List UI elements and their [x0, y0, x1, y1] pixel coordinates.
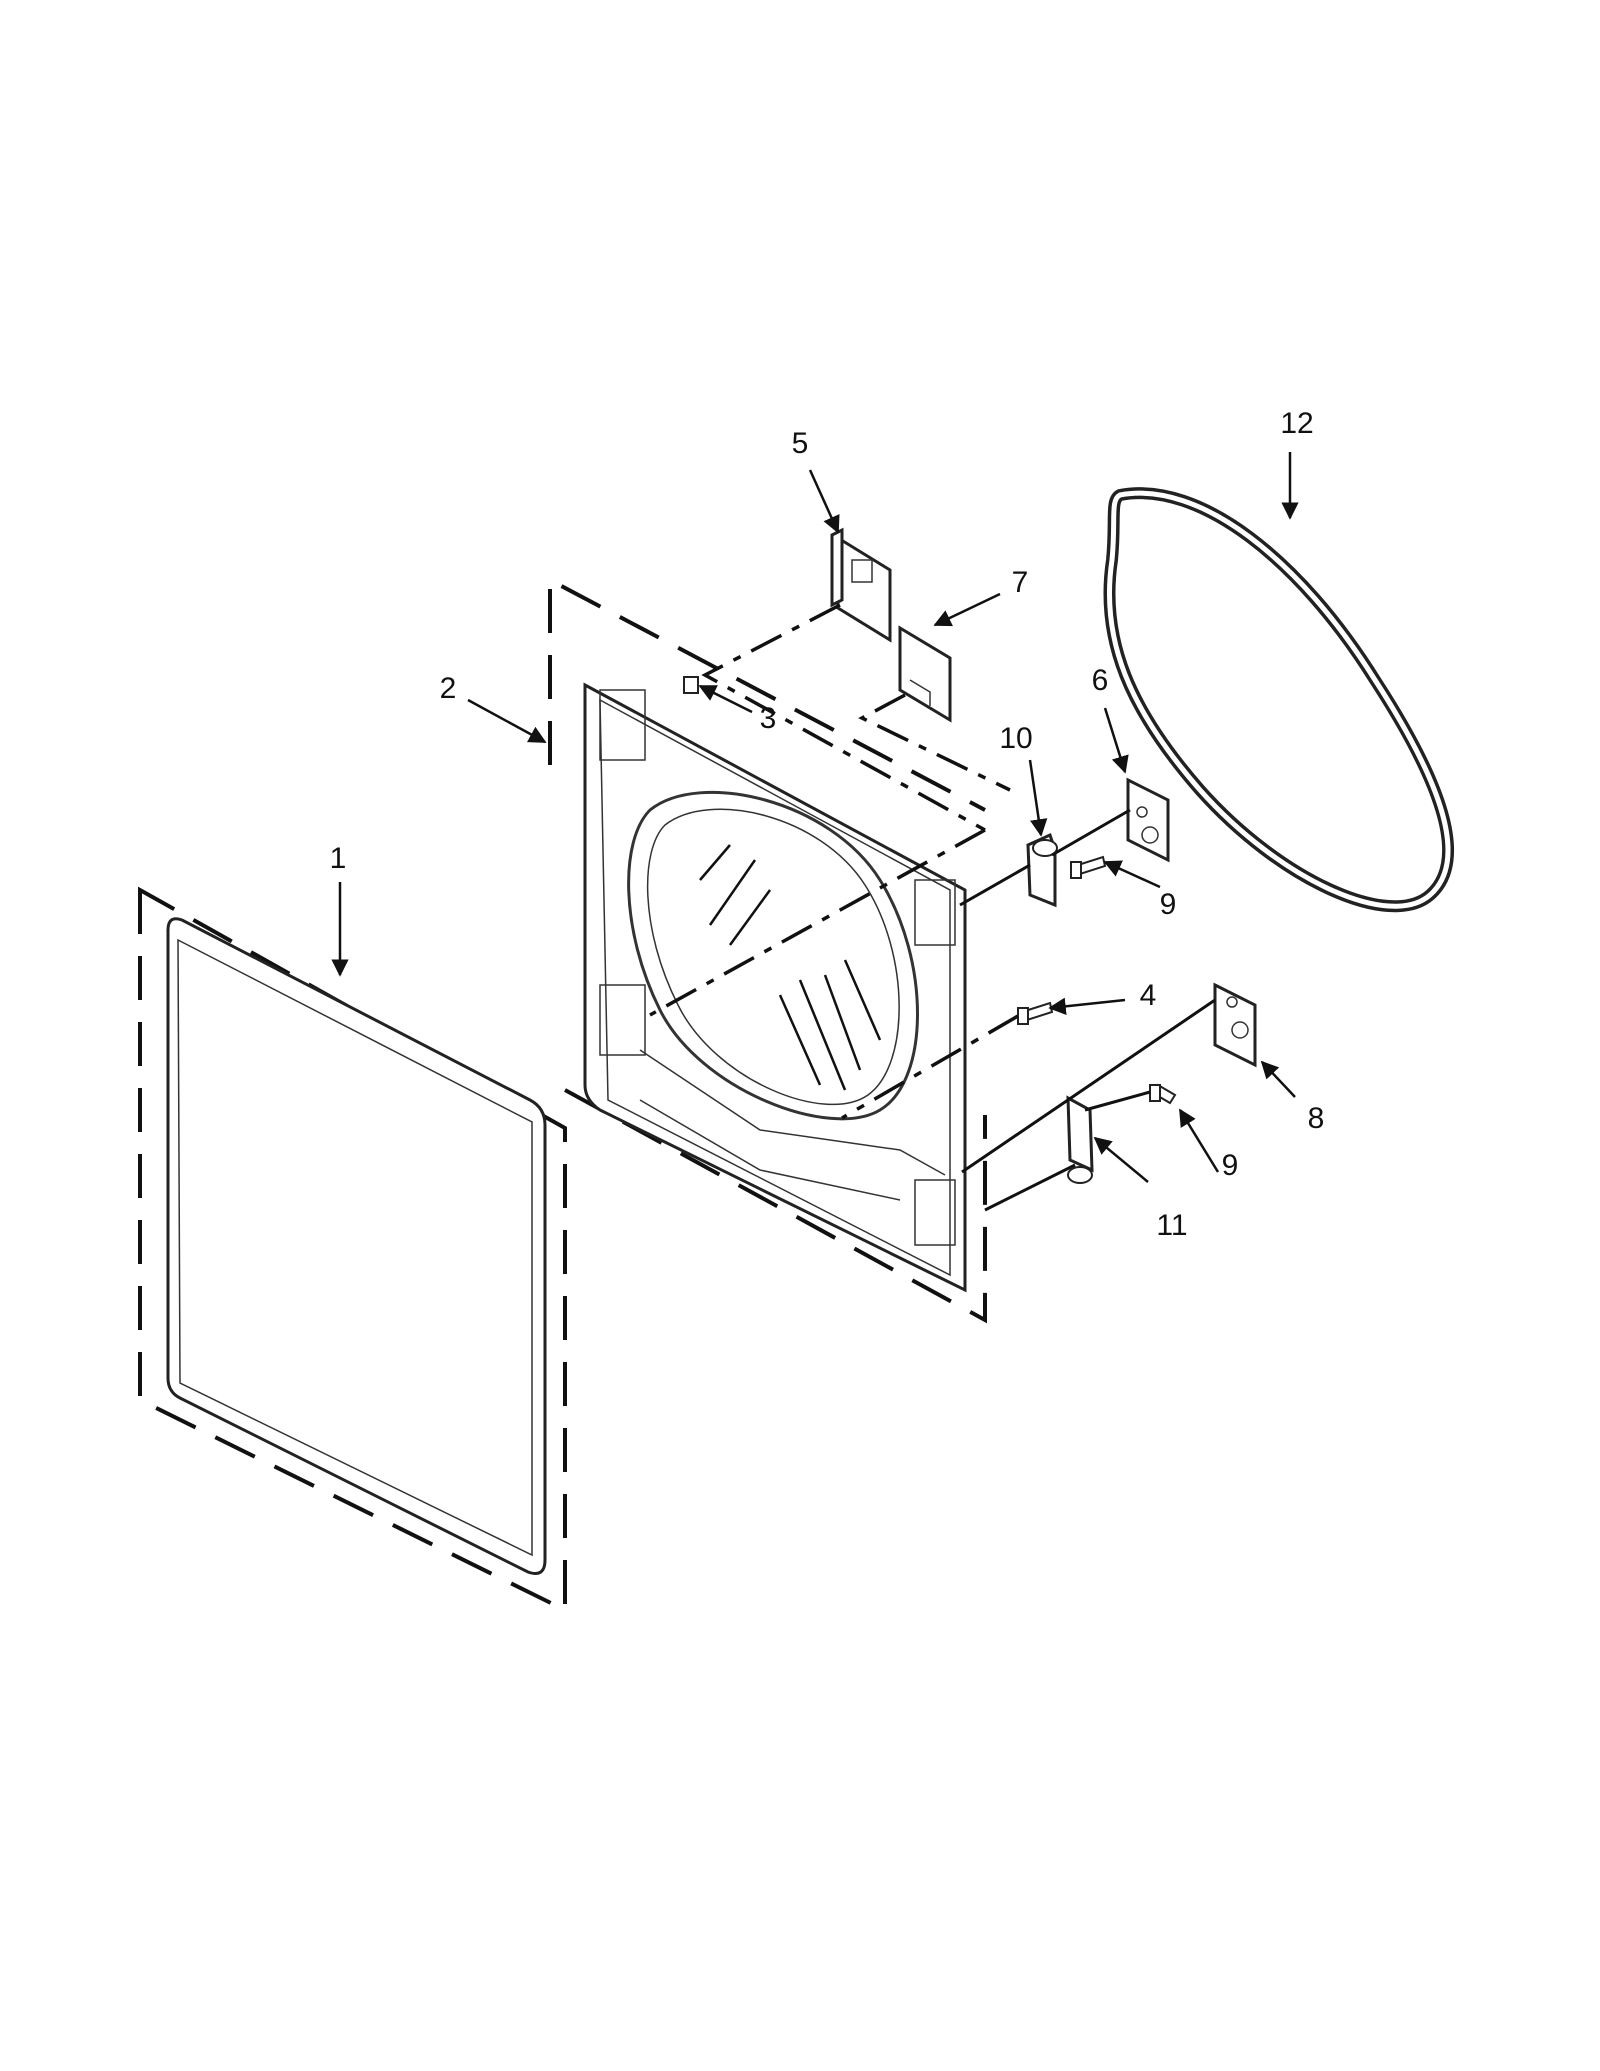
callout-4: 4: [1140, 979, 1157, 1012]
callout-9a: 9: [1160, 888, 1177, 921]
assembly-lines: [649, 603, 1216, 1212]
callout-2: 2: [440, 672, 457, 705]
callout-1: 1: [330, 842, 347, 875]
lower-hinge-screw: [1149, 1083, 1177, 1105]
leader-arrows: [331, 452, 1299, 1183]
cover-plate: [898, 625, 952, 723]
callout-8: 8: [1308, 1102, 1325, 1135]
upper-hinge-plate: [1126, 777, 1170, 863]
callout-5: 5: [792, 427, 809, 460]
callout-6: 6: [1092, 664, 1109, 697]
callout-12: 12: [1280, 407, 1313, 440]
door-seal: [1103, 487, 1455, 913]
callout-10: 10: [999, 722, 1032, 755]
clip: [683, 676, 699, 694]
callout-7: 7: [1012, 566, 1029, 599]
callout-labels: 1 2 3 4 5 6 7 8 9 9 10 11 12: [330, 407, 1325, 1242]
upper-hinge-screw: [1070, 855, 1107, 879]
front-panel: [138, 886, 567, 1614]
lower-hinge: [1066, 1095, 1094, 1184]
lower-hinge-plate: [1213, 982, 1257, 1068]
upper-bracket: [830, 527, 892, 643]
screw: [1017, 1001, 1054, 1025]
upper-hinge: [1026, 832, 1058, 908]
front-bulkhead: [548, 576, 987, 1324]
callout-9b: 9: [1222, 1149, 1239, 1182]
callout-11: 11: [1156, 1209, 1187, 1242]
callout-3: 3: [760, 702, 777, 735]
